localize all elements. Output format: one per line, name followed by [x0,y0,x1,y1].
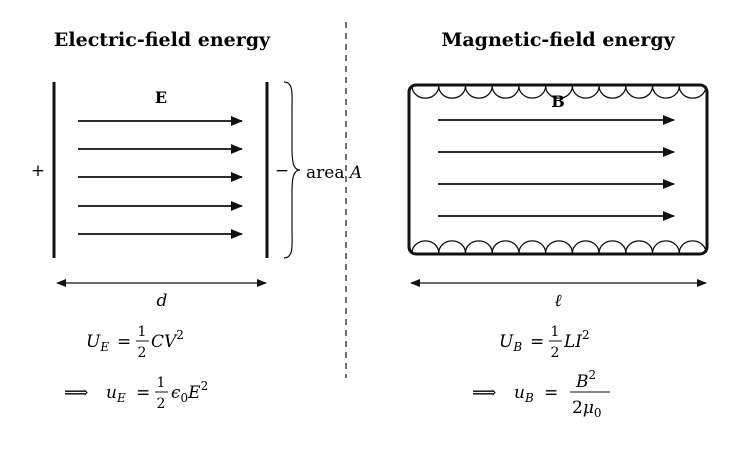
svg-text:1: 1 [157,375,166,391]
electric-energy-equation: UE = 1 2 CV2 [86,324,184,361]
svg-text:2: 2 [157,396,166,412]
svg-text:LI2: LI2 [563,328,590,352]
svg-text:UB: UB [499,332,522,354]
electric-density-equation: ⟹ uE = 1 2 ϵ0E2 [64,375,208,412]
magnetic-density-equation: ⟹ uB = B2 2μ0 [472,368,610,420]
svg-text:⟹: ⟹ [64,383,88,403]
svg-text:⟹: ⟹ [472,383,496,403]
electric-field-label: E [155,88,167,107]
svg-text:2: 2 [551,345,560,361]
minus-sign: − [275,161,289,181]
svg-text:=: = [117,332,131,352]
area-label: area A [306,163,362,183]
svg-text:UE: UE [86,332,109,354]
svg-text:=: = [136,383,150,403]
svg-text:uB: uB [514,383,534,405]
winding-loops-bottom [411,240,707,254]
solenoid-outline [407,83,709,256]
solenoid-bottom-windings [411,240,707,254]
svg-text:1: 1 [551,324,560,340]
length-label: ℓ [554,291,561,311]
svg-text:2: 2 [138,345,147,361]
svg-text:=: = [544,383,558,403]
electric-panel: Electric-field energy E + − area A d UE … [31,29,362,412]
magnetic-title: Magnetic-field energy [441,29,675,51]
svg-text:CV2: CV2 [151,328,184,352]
gap-label: d [157,291,168,311]
svg-text:2μ0: 2μ0 [572,398,602,420]
winding-loops-top [411,85,707,99]
svg-text:1: 1 [138,324,147,340]
svg-text:ϵ0E2: ϵ0E2 [171,379,208,405]
magnetic-panel: Magnetic-field energy B ℓ UB = 1 2 LI2 ⟹… [407,29,709,420]
svg-text:uE: uE [106,383,126,405]
svg-text:=: = [530,332,544,352]
area-brace [283,81,301,259]
svg-text:B2: B2 [575,368,596,392]
solenoid-top-windings [411,85,707,99]
plus-sign: + [31,161,45,181]
magnetic-field-label: B [551,92,565,111]
electric-title: Electric-field energy [54,29,271,51]
magnetic-energy-equation: UB = 1 2 LI2 [499,324,590,361]
